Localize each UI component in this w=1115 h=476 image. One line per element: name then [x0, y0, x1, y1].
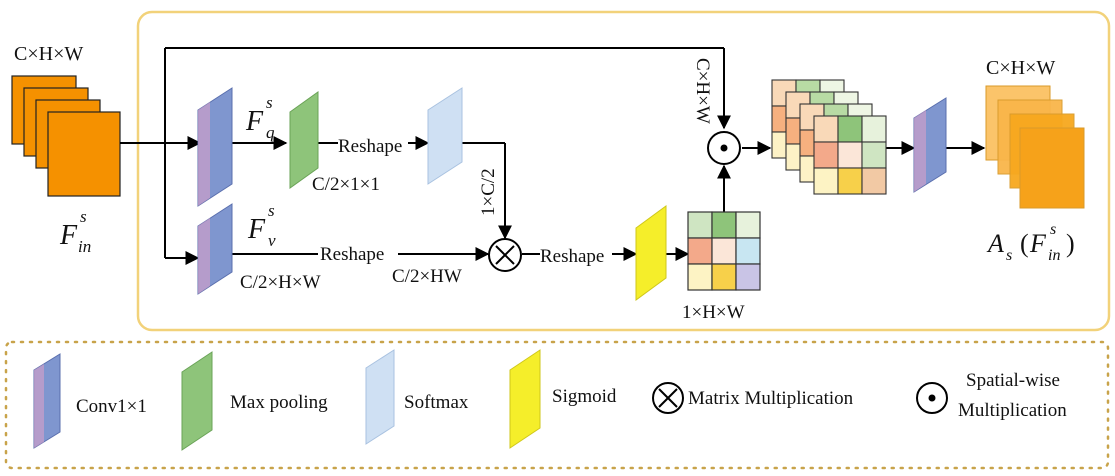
map-dims-label: 1×H×W — [682, 302, 745, 323]
svg-text:q: q — [266, 123, 275, 142]
reshape-top-label: Reshape — [338, 136, 402, 157]
connector-lines — [120, 47, 986, 265]
svg-text:in: in — [78, 237, 91, 256]
svg-text:F: F — [1029, 229, 1047, 258]
fv-symbol: F s v — [247, 201, 276, 250]
attention-map-grid — [687, 211, 761, 291]
legend-sigmoid: Sigmoid — [509, 349, 617, 449]
maxpool-dims-label: C/2×1×1 — [312, 174, 380, 195]
svg-text:F: F — [247, 214, 266, 245]
svg-text:s: s — [80, 207, 87, 226]
conv-block-fq — [197, 87, 233, 207]
svg-text:s: s — [1006, 247, 1012, 264]
fv-dims-label: C/2×H×W — [240, 272, 321, 293]
spatial-mult-node — [707, 131, 741, 165]
svg-text:F: F — [59, 220, 78, 251]
transpose-dims-label: 1×C/2 — [478, 168, 499, 216]
legend-matmul: Matrix Multiplication — [652, 382, 854, 414]
svg-text:A: A — [986, 229, 1004, 258]
conv-block-out — [913, 97, 947, 193]
svg-text:(: ( — [1020, 229, 1029, 258]
input-feature-stack — [11, 75, 121, 197]
fq-symbol: F s q — [245, 93, 275, 142]
svg-text:F: F — [245, 106, 264, 137]
module-frame — [136, 10, 1111, 332]
svg-text:Softmax: Softmax — [404, 392, 469, 413]
legend-frame — [4, 340, 1110, 470]
svg-text:s: s — [266, 93, 273, 112]
svg-text:s: s — [1050, 221, 1056, 238]
reshape-right-label: Reshape — [540, 246, 604, 267]
legend-spatial: Spatial-wise Multiplication — [916, 370, 1067, 421]
input-symbol: F s in — [59, 207, 91, 256]
svg-text:): ) — [1066, 229, 1075, 258]
legend-softmax: Softmax — [365, 349, 469, 445]
svg-text:Sigmoid: Sigmoid — [552, 386, 617, 407]
flat-dims-label: C/2×HW — [392, 266, 462, 287]
weighted-feature-stack — [771, 79, 887, 195]
svg-text:Max pooling: Max pooling — [230, 392, 328, 413]
svg-text:Matrix Multiplication: Matrix Multiplication — [688, 388, 854, 409]
svg-text:Multiplication: Multiplication — [958, 400, 1067, 421]
output-feature-stack — [985, 85, 1085, 209]
conv-block-fv — [197, 203, 233, 295]
svg-text:in: in — [1048, 247, 1060, 264]
maxpool-block — [289, 91, 319, 189]
reshape-mid-label: Reshape — [320, 244, 384, 265]
output-dims-label: C×H×W — [986, 57, 1055, 79]
svg-text:s: s — [268, 201, 275, 220]
svg-text:v: v — [268, 231, 276, 250]
svg-text:Conv1×1: Conv1×1 — [76, 396, 147, 417]
output-symbol: A s ( F s in ) — [986, 221, 1075, 264]
input-dims-label: C×H×W — [14, 43, 83, 65]
sigmoid-block — [635, 205, 667, 301]
skip-dims-label: C×H×W — [692, 58, 713, 124]
legend-maxpool: Max pooling — [181, 351, 328, 451]
matmul-node — [488, 238, 522, 272]
softmax-block — [427, 87, 463, 185]
legend-conv: Conv1×1 — [33, 353, 147, 449]
svg-text:Spatial-wise: Spatial-wise — [966, 370, 1060, 391]
